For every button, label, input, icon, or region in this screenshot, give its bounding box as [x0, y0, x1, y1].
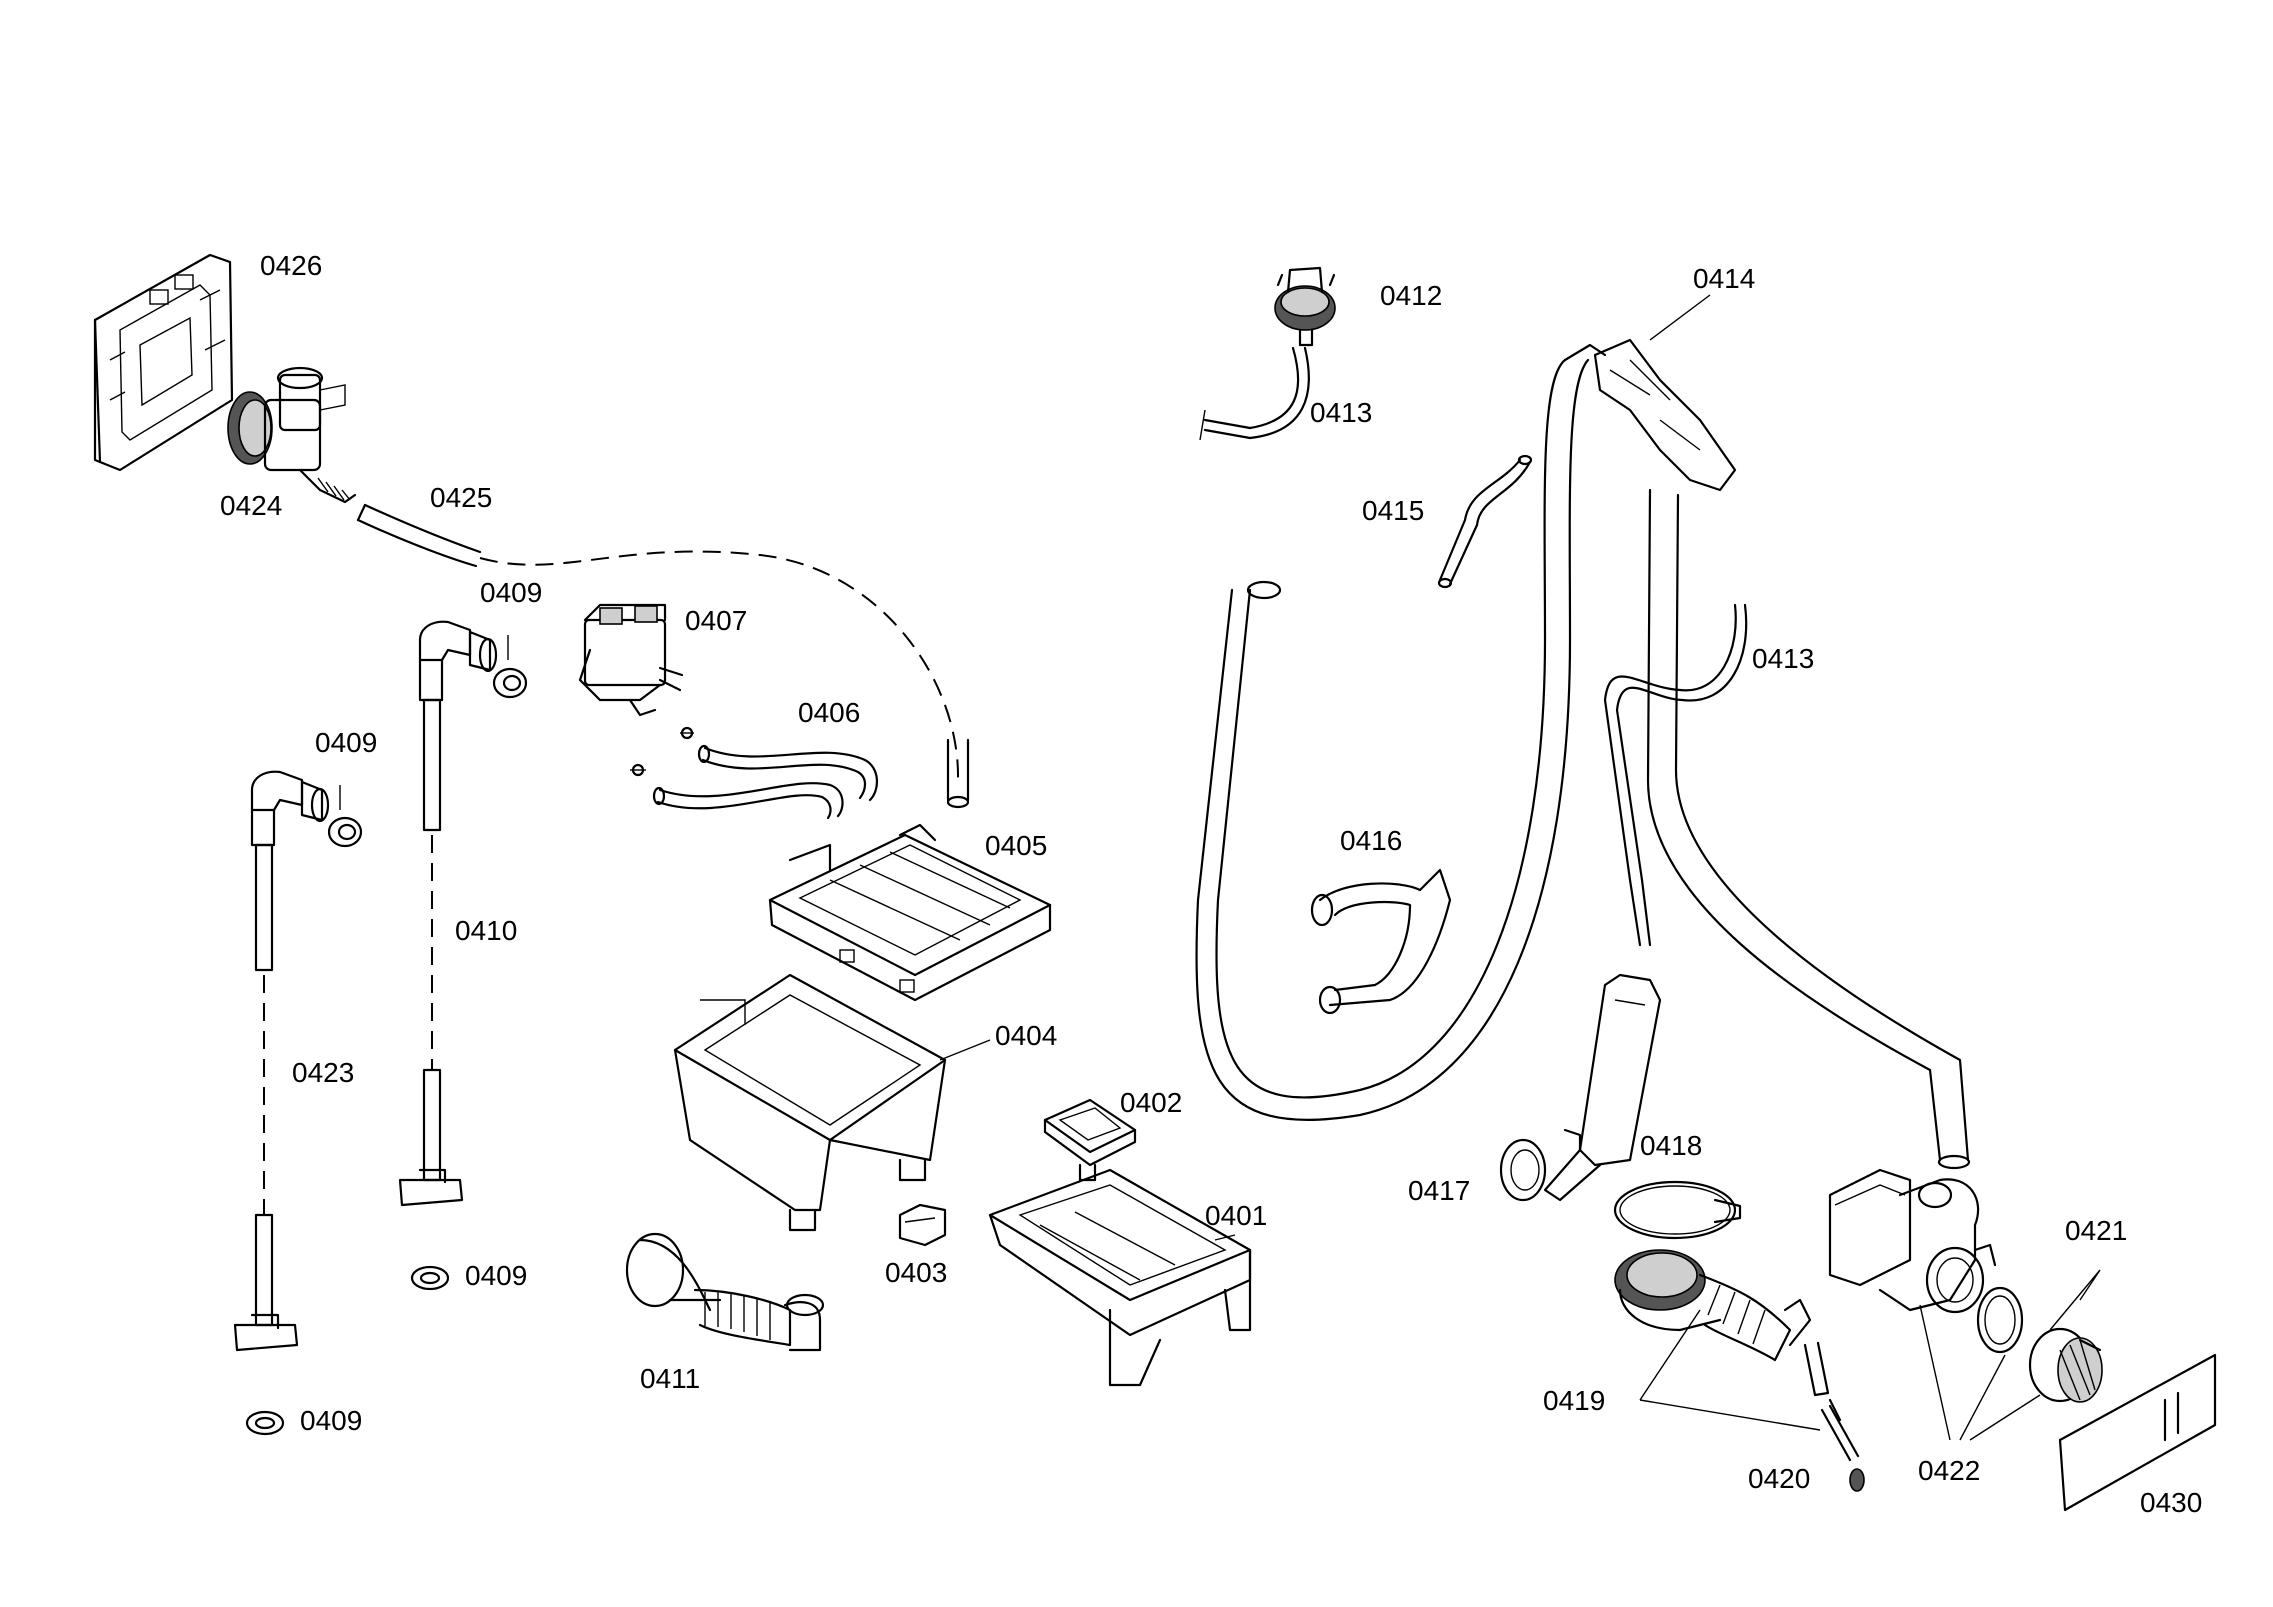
label-0414: 0414	[1693, 263, 1755, 294]
part-0430-label-plate	[2058, 1353, 2217, 1512]
part-0409-washer-bottom	[245, 1410, 285, 1436]
part-0409-washer-left	[327, 816, 363, 848]
label-0420: 0420	[1748, 1463, 1810, 1494]
part-0412-pressure-switch	[1274, 266, 1336, 347]
part-0422-pump-filter	[1976, 1286, 2103, 1403]
part-0413-tube-lower	[1603, 603, 1748, 947]
leader-lines	[339, 294, 2101, 1441]
label-0401: 0401	[1205, 1200, 1267, 1231]
label-0412: 0412	[1380, 280, 1442, 311]
part-0402-cover	[1043, 1098, 1137, 1182]
part-0418-hose-clamp	[1613, 1180, 1742, 1240]
label-0422: 0422	[1918, 1455, 1980, 1486]
part-0409-washer-upper	[492, 667, 528, 699]
part-0411-bellows-hose	[625, 1232, 825, 1352]
part-0419-sump	[1614, 1249, 1830, 1397]
label-0426: 0426	[260, 250, 322, 281]
label-0413-b: 0413	[1752, 643, 1814, 674]
part-0415-hose	[1437, 454, 1533, 589]
label-0417: 0417	[1408, 1175, 1470, 1206]
label-0415: 0415	[1362, 495, 1424, 526]
part-0423-pipe	[233, 975, 299, 1352]
label-0421: 0421	[2065, 1215, 2127, 1246]
part-0426-bracket	[93, 253, 234, 472]
label-0419: 0419	[1543, 1385, 1605, 1416]
label-0425: 0425	[430, 482, 492, 513]
part-0407-inlet-valve	[578, 603, 684, 717]
label-0413-a: 0413	[1310, 397, 1372, 428]
label-0407: 0407	[685, 605, 747, 636]
label-0416: 0416	[1340, 825, 1402, 856]
part-0420-sensor	[1820, 1398, 1865, 1492]
part-0413-tube-upper	[1199, 346, 1310, 441]
part-0404-dispenser-housing	[673, 973, 947, 1232]
part-0425-inlet-hose	[356, 503, 970, 809]
label-0418: 0418	[1640, 1130, 1702, 1161]
part-0424-inlet-valve	[227, 366, 357, 504]
part-labels: 0426 0424 0425 0409 0407 0406 0409 0405 …	[220, 250, 2202, 1518]
label-0430: 0430	[2140, 1487, 2202, 1518]
part-0405-dispenser-cover	[768, 823, 1052, 1002]
label-0403: 0403	[885, 1257, 947, 1288]
label-0410: 0410	[455, 915, 517, 946]
label-0411: 0411	[640, 1363, 700, 1394]
part-0423-elbow	[250, 770, 330, 972]
part-0403-siphon	[898, 1203, 947, 1247]
part-0410-pipe	[398, 835, 464, 1207]
part-0409-washer-mid	[410, 1265, 450, 1291]
label-0402: 0402	[1120, 1087, 1182, 1118]
part-0416-hose-guide	[1310, 868, 1452, 1015]
part-0406-clips	[630, 726, 694, 777]
part-0414-hose-assembly	[1195, 338, 1971, 1170]
label-0409-c: 0409	[465, 1260, 527, 1291]
label-0409-d: 0409	[300, 1405, 362, 1436]
label-0404: 0404	[995, 1020, 1057, 1051]
label-0409-a: 0409	[480, 577, 542, 608]
label-0406: 0406	[798, 697, 860, 728]
label-0424: 0424	[220, 490, 282, 521]
label-0409-b: 0409	[315, 727, 377, 758]
part-0417-sump-hose	[1499, 973, 1662, 1202]
label-0423: 0423	[292, 1057, 354, 1088]
label-0405: 0405	[985, 830, 1047, 861]
part-0410-elbow	[418, 620, 498, 832]
part-0421-drain-pump	[1828, 1168, 1997, 1314]
part-0401-detergent-drawer	[988, 1168, 1252, 1387]
part-0406-hoses	[652, 744, 878, 820]
